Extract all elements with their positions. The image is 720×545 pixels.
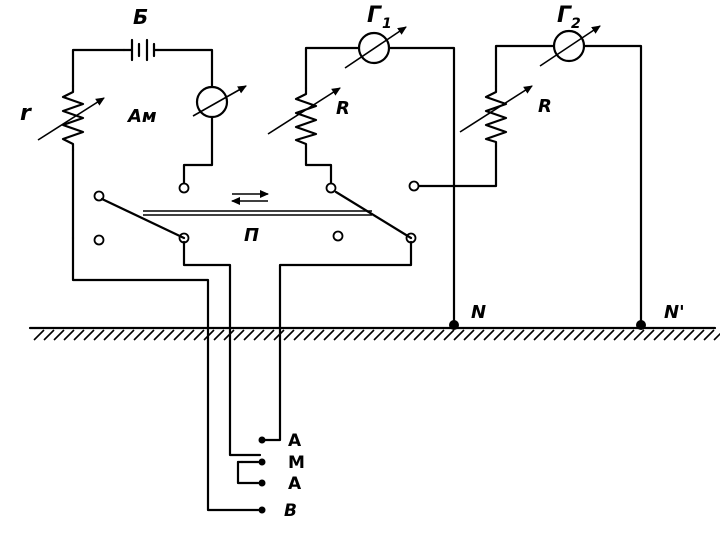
electrode-b <box>258 506 266 514</box>
resistor-r1 <box>267 86 341 150</box>
electrode-m <box>258 458 266 466</box>
ground-point-n <box>449 320 459 330</box>
galvanometer-g2 <box>539 25 601 67</box>
resistor-r2 <box>459 84 533 148</box>
switch-contact <box>178 182 190 194</box>
label-rheostat-r: r <box>20 101 32 126</box>
right-circuit-wires <box>412 44 643 327</box>
left-circuit-wires <box>71 48 214 240</box>
label-galvanometer-2-sub: 2 <box>571 16 581 32</box>
label-galvanometer-1-sub: 1 <box>382 16 392 32</box>
label-ammeter: Ам <box>126 106 157 127</box>
label-electrode-a-bottom: A <box>288 474 302 494</box>
middle-circuit-wires <box>304 46 456 327</box>
switch-contact <box>332 230 344 242</box>
galvanometer-g1 <box>344 26 407 69</box>
rheostat-r <box>37 84 105 152</box>
label-ground-n-prime: N' <box>664 302 685 323</box>
ground-surface <box>28 326 720 341</box>
switch-contact <box>325 182 337 194</box>
label-battery: Б <box>133 5 148 29</box>
label-switch: П <box>244 225 259 246</box>
label-resistor-r2: R <box>538 96 552 117</box>
electrode-a-top <box>258 436 266 444</box>
label-galvanometer-2: Г <box>557 3 572 28</box>
ground-electrodes <box>449 320 646 330</box>
ammeter-am <box>192 85 247 119</box>
battery-b <box>122 38 160 62</box>
label-electrode-m: M <box>288 453 305 473</box>
label-galvanometer-1: Г <box>367 3 382 28</box>
label-electrode-a-top: A <box>288 431 302 451</box>
switch-p <box>71 180 420 512</box>
label-electrode-b: B <box>284 501 297 521</box>
switch-contact <box>93 234 105 246</box>
ground-point-n-prime <box>636 320 646 330</box>
label-ground-n: N <box>471 302 486 323</box>
switch-contact <box>408 180 420 192</box>
label-resistor-r1: R <box>336 98 350 119</box>
borehole-electrodes <box>236 436 266 514</box>
electrode-a-bottom <box>258 479 266 487</box>
